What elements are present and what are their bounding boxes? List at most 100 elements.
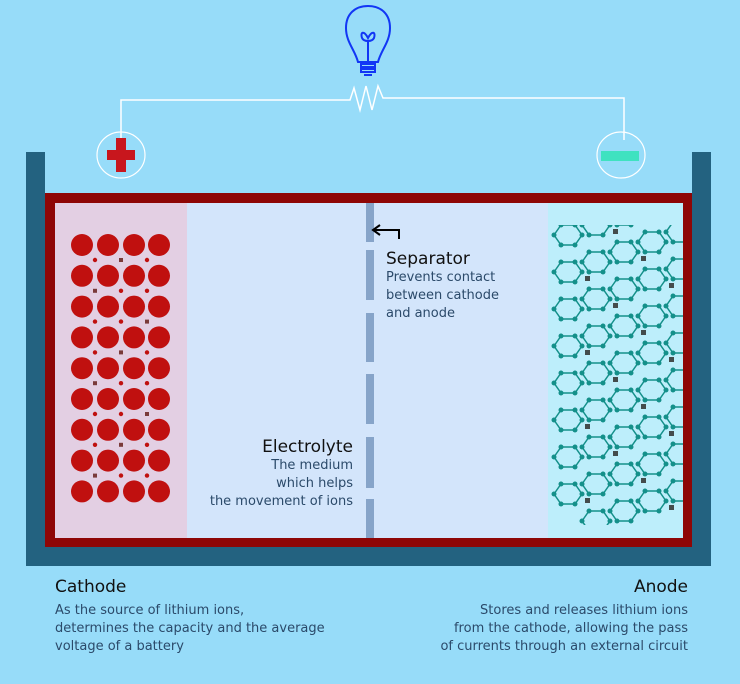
carbon-atom — [628, 259, 634, 265]
carbon-atom — [635, 387, 641, 393]
carbon-atom — [670, 441, 676, 447]
carbon-atom — [551, 343, 557, 349]
cathode-dot — [118, 288, 124, 293]
carbon-atom — [558, 390, 564, 396]
carbon-atom — [607, 323, 613, 329]
carbon-atom — [670, 330, 676, 336]
carbon-atom — [628, 481, 634, 487]
carbon-atom — [663, 350, 669, 356]
carbon-atom — [670, 313, 676, 319]
electrolyte-title: Electrolyte — [262, 437, 353, 457]
carbon-atom — [663, 387, 669, 393]
carbon-atom — [586, 454, 592, 460]
carbon-atom — [572, 296, 578, 302]
carbon-atom — [656, 266, 662, 272]
carbon-atom — [558, 333, 564, 339]
carbon-atom — [586, 360, 592, 366]
carbon-atom — [635, 239, 641, 245]
cathode-dot — [144, 442, 150, 447]
cathode-atom — [71, 357, 93, 380]
carbon-atom — [628, 461, 634, 467]
carbon-atom — [572, 427, 578, 433]
carbon-atom — [614, 239, 620, 245]
cathode-atom — [71, 449, 93, 472]
cathode-atom — [148, 480, 170, 503]
carbon-atom — [607, 333, 613, 339]
arrow-left-icon — [371, 224, 400, 239]
lithium-ion — [119, 258, 123, 262]
carbon-atom — [579, 259, 585, 265]
anode-desc-3: of currents through an external circuit — [440, 639, 688, 654]
separator-label: Separator Prevents contact between catho… — [386, 249, 499, 323]
carbon-atom — [635, 350, 641, 356]
cathode-atom — [71, 295, 93, 318]
carbon-atom — [600, 343, 606, 349]
cathode-atom — [97, 418, 119, 441]
carbon-atom — [551, 269, 557, 275]
carbon-atom — [607, 397, 613, 403]
carbon-atom — [607, 259, 613, 265]
carbon-atom — [642, 303, 648, 309]
carbon-atom — [572, 444, 578, 450]
lithium-ion — [145, 412, 149, 416]
positive-terminal-icon — [96, 131, 146, 179]
carbon-atom — [600, 454, 606, 460]
carbon-atom — [600, 434, 606, 440]
carbon-atom — [635, 508, 641, 514]
carbon-atom — [600, 323, 606, 329]
carbon-atom — [600, 471, 606, 477]
carbon-atom — [551, 417, 557, 423]
carbon-atom — [551, 454, 557, 460]
carbon-atom — [572, 353, 578, 359]
carbon-atom — [635, 313, 641, 319]
cathode-dot — [118, 411, 124, 417]
carbon-atom — [586, 417, 592, 423]
carbon-atom — [663, 266, 669, 272]
carbon-atom — [635, 471, 641, 477]
carbon-atom — [628, 225, 634, 228]
carbon-atom — [656, 414, 662, 420]
cathode-atom — [71, 264, 93, 287]
carbon-atom — [572, 316, 578, 322]
lithium-ion — [613, 303, 618, 308]
cathode-dot — [118, 381, 124, 386]
lithium-ion — [145, 319, 149, 324]
carbon-atom — [628, 333, 634, 339]
carbon-atom — [551, 380, 557, 386]
carbon-atom — [642, 488, 648, 494]
carbon-atom — [558, 444, 564, 450]
carbon-atom — [551, 232, 557, 238]
negative-terminal-icon — [596, 131, 646, 179]
cathode-dot — [92, 319, 98, 324]
carbon-atom — [614, 350, 620, 356]
carbon-atom — [607, 225, 613, 228]
cathode-dot — [92, 442, 98, 447]
carbon-atom — [572, 333, 578, 339]
carbon-atom — [600, 380, 606, 386]
carbon-atom — [600, 360, 606, 366]
anode-desc-2: from the cathode, allowing the pass — [453, 621, 688, 636]
carbon-atom — [551, 306, 557, 312]
carbon-atom — [579, 296, 585, 302]
carbon-atom — [642, 414, 648, 420]
cathode-atom — [148, 388, 170, 410]
lithium-ion — [93, 381, 97, 386]
separator-segment — [366, 203, 374, 242]
carbon-atom — [614, 276, 620, 282]
cathode-atom — [71, 418, 93, 441]
carbon-atom — [635, 424, 641, 430]
carbon-atom — [663, 424, 669, 430]
carbon-atom — [656, 397, 662, 403]
carbon-atom — [642, 508, 648, 514]
separator-segment — [366, 313, 374, 362]
carbon-atom — [628, 296, 634, 302]
carbon-atom — [579, 269, 585, 275]
cathode-atom — [97, 326, 119, 349]
lithium-ion — [93, 473, 97, 478]
cathode-atom — [148, 326, 170, 349]
carbon-atom — [558, 225, 564, 228]
cathode-atom — [148, 234, 170, 256]
separator-title: Separator — [386, 249, 470, 269]
carbon-atom — [600, 417, 606, 423]
